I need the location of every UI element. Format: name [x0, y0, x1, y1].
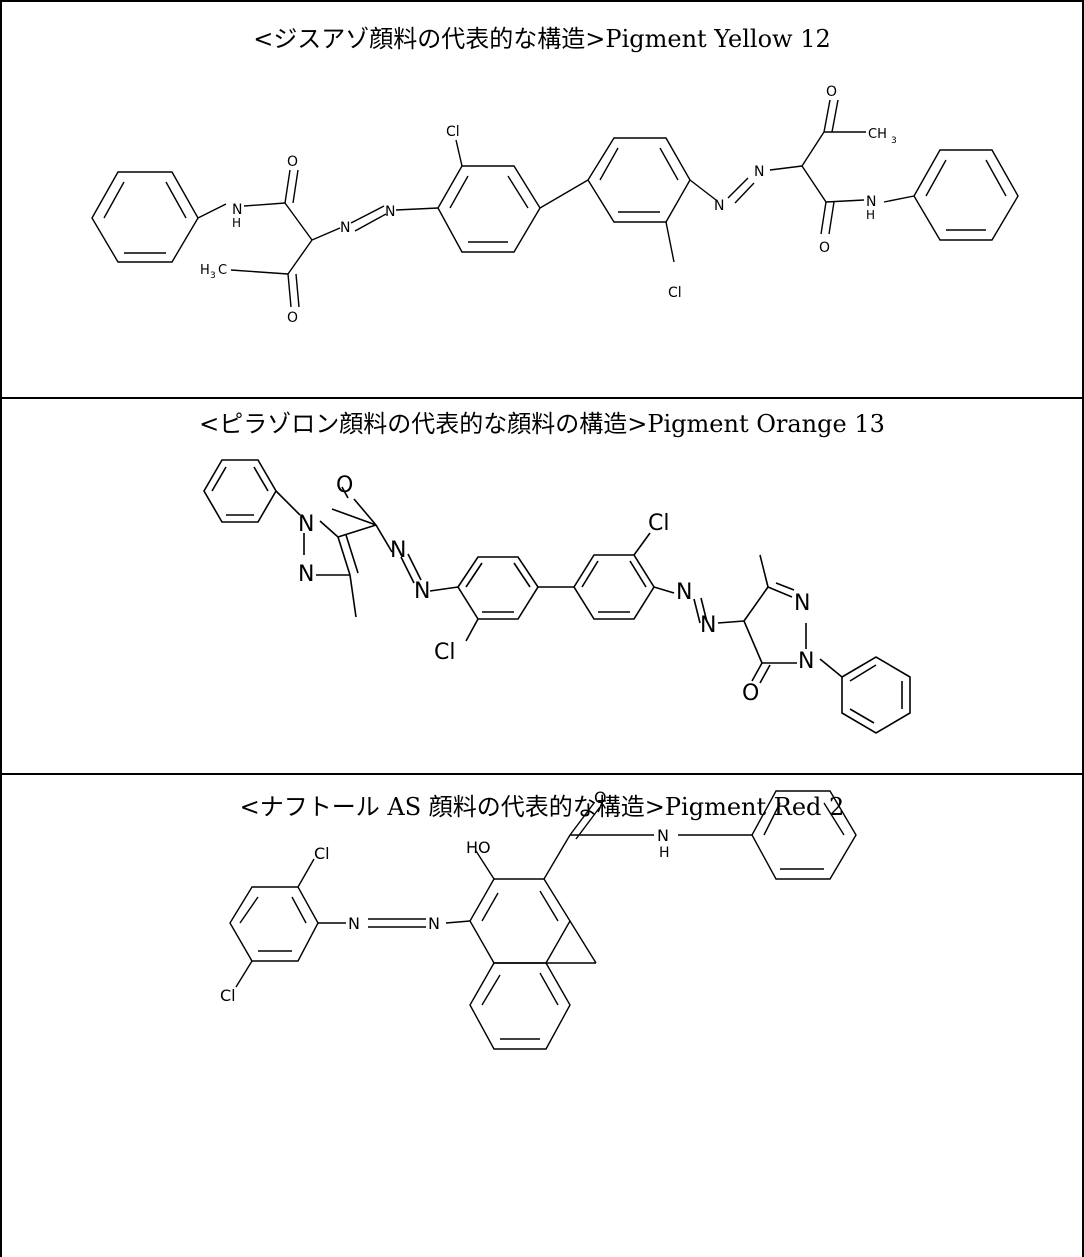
atom-n: N: [298, 562, 314, 587]
structure-pigment-yellow-12: N H O O H 3 C N N Cl Cl N N O CH 3 N H O: [91, 84, 1019, 326]
structure-pigment-red-2: Cl Cl N N HO O N H: [220, 788, 857, 1050]
atom-cl: Cl: [648, 511, 669, 536]
atom-n: N: [794, 591, 810, 616]
panel-title-red: <ナフトール AS 顔料の代表的な構造>Pigment Red 2: [239, 793, 845, 821]
atom-o: O: [287, 310, 298, 326]
atom-subscript: 3: [891, 136, 897, 146]
atom-h: H: [866, 208, 875, 222]
atom-n: N: [348, 914, 360, 933]
atom-cl: Cl: [220, 986, 236, 1005]
atom-o: O: [287, 154, 298, 170]
atom-n: N: [866, 194, 876, 210]
atom-ho: HO: [466, 838, 491, 857]
table-border-left: [0, 0, 2, 1257]
atom-n: N: [428, 914, 440, 933]
atom-n: N: [298, 512, 314, 537]
atom-n: N: [714, 198, 724, 214]
atom-h: H: [200, 263, 210, 278]
panel-title-orange: <ピラゾロン顔料の代表的な顔料の構造>Pigment Orange 13: [199, 410, 885, 438]
atom-subscript: 3: [210, 271, 216, 281]
structure-pigment-orange-13: O N N N N Cl Cl N N N N O: [203, 459, 911, 734]
atom-n: N: [676, 580, 692, 605]
table-border-top: [0, 0, 1084, 2]
atom-n: N: [657, 826, 669, 845]
atom-n: N: [385, 204, 395, 220]
atom-ch: CH: [868, 127, 887, 142]
atom-c: C: [218, 263, 227, 278]
atom-n: N: [390, 538, 406, 563]
atom-o: O: [336, 473, 353, 498]
atom-cl: Cl: [434, 640, 455, 665]
row-divider-1: [0, 397, 1084, 399]
atom-o: O: [742, 681, 759, 706]
atom-o: O: [594, 788, 607, 807]
atom-o: O: [826, 84, 837, 100]
atom-h: H: [659, 845, 670, 861]
atom-cl: Cl: [668, 285, 682, 301]
atom-cl: Cl: [314, 844, 330, 863]
panel-title-yellow: <ジスアゾ顔料の代表的な構造>Pigment Yellow 12: [253, 25, 831, 53]
atom-n: N: [340, 220, 350, 236]
atom-cl: Cl: [446, 124, 460, 140]
atom-h: H: [232, 216, 241, 230]
atom-n: N: [414, 579, 430, 604]
atom-n: N: [754, 164, 764, 180]
atom-n: N: [232, 202, 242, 218]
atom-o: O: [819, 240, 830, 256]
atom-n: N: [700, 613, 716, 638]
table-border-right: [1082, 0, 1084, 1257]
row-divider-2: [0, 773, 1084, 775]
atom-n: N: [798, 649, 814, 674]
